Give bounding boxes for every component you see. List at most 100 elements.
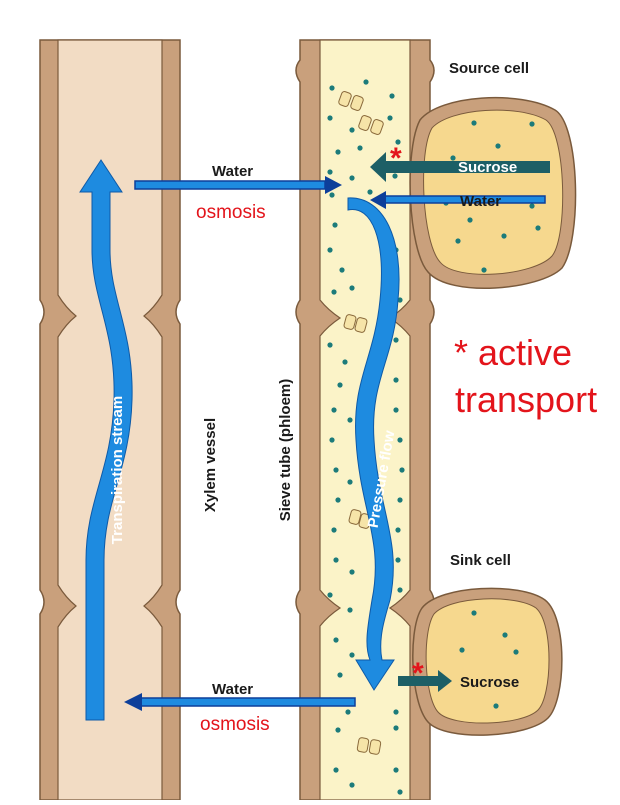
sucrose-dot [349,782,355,788]
source-cell [409,96,577,289]
sucrose-dot [529,121,535,127]
sucrose-dot [331,527,337,533]
sucrose-dot [467,217,473,223]
legend-symbol: * [454,332,468,373]
sucrose-dot [397,437,403,443]
sink-cell [412,587,563,736]
sucrose-dot [349,285,355,291]
sucrose-dot [397,297,403,303]
sucrose-dot [333,557,339,563]
sucrose-dot [357,145,363,151]
water-arrow-source [370,191,546,209]
transpiration-stream-label: Transpiration stream [109,396,126,544]
sucrose-dot [335,497,341,503]
sucrose-dot [327,169,333,175]
sucrose-dot [367,189,373,195]
sucrose-dot [342,359,348,365]
sucrose-dot [349,569,355,575]
sucrose-dot [393,725,399,731]
osmosis-bottom-label: osmosis [200,714,270,735]
sucrose-dot [393,767,399,773]
xylem-vessel [39,39,181,801]
sucrose-dot [397,497,403,503]
sucrose-dot [471,120,477,126]
sucrose-dot [395,139,401,145]
legend-line2: transport [455,379,597,420]
sucrose-dot [393,709,399,715]
sucrose-dot [331,407,337,413]
active-transport-star-source: * [390,142,402,175]
sucrose-dot [349,127,355,133]
sucrose-dot [495,143,501,149]
sucrose-dot [347,417,353,423]
water-arrow-top [134,176,342,194]
sucrose-dot [535,225,541,231]
water-bottom-label: Water [212,681,253,698]
sucrose-dot [471,610,477,616]
active-transport-star-sink: * [412,657,424,690]
sucrose-dot [389,93,395,99]
sucrose-dot [345,709,351,715]
sucrose-dot [395,557,401,563]
sucrose-dot [349,652,355,658]
sucrose-arrow-source [370,152,550,182]
sucrose-dot [393,337,399,343]
sucrose-dot [502,632,508,638]
active-transport-legend: * active transport [454,332,597,420]
sucrose-dot [393,377,399,383]
sucrose-dot [455,238,461,244]
sucrose-dot [395,527,401,533]
sucrose-dot [329,437,335,443]
sucrose-dot [387,115,393,121]
sucrose-dot [337,382,343,388]
sucrose-dot [347,479,353,485]
sucrose-dot [331,289,337,295]
sucrose-dot [327,342,333,348]
sucrose-dot [333,467,339,473]
sucrose-dot [399,467,405,473]
sucrose-dot [363,79,369,85]
sucrose-dot [392,173,398,179]
sucrose-dot [329,85,335,91]
sucrose-dot [397,789,403,795]
sink-cell-sucrose-dots [459,610,519,709]
pressure-flow-arrow [347,197,400,691]
sucrose-dot [459,647,465,653]
svg-text:* active: * active [454,332,572,373]
sucrose-arrow-sink [398,670,452,692]
sucrose-dot [335,149,341,155]
sucrose-dot [329,192,335,198]
sucrose-dot [333,767,339,773]
sucrose-dot [493,703,499,709]
sucrose-dot [332,222,338,228]
sieve-plate-blocks [338,91,384,755]
phloem-sucrose-dots [327,79,405,795]
water-arrow-bottom [124,693,356,711]
sucrose-dot [481,267,487,273]
legend-line1: active [478,332,572,373]
sink-cell-label: Sink cell [450,552,511,569]
sucrose-dot [335,727,341,733]
source-cell-label: Source cell [449,60,529,77]
sucrose-dot [501,233,507,239]
sucrose-dot [327,115,333,121]
sucrose-source-label: Sucrose [458,159,517,176]
sucrose-dot [327,592,333,598]
water-source-label: Water [460,193,501,210]
source-cell-sucrose-dots [443,120,548,273]
xylem-vessel-label: Xylem vessel [202,418,219,512]
sieve-tube-label: Sieve tube (phloem) [277,379,294,522]
sucrose-dot [397,587,403,593]
sucrose-dot [349,175,355,181]
sucrose-dot [339,267,345,273]
sucrose-dot [347,607,353,613]
sucrose-dot [393,407,399,413]
sucrose-dot [513,649,519,655]
osmosis-top-label: osmosis [196,202,266,223]
sucrose-dot [333,637,339,643]
sucrose-dot [450,155,456,161]
sucrose-sink-label: Sucrose [460,674,519,691]
water-top-label: Water [212,163,253,180]
